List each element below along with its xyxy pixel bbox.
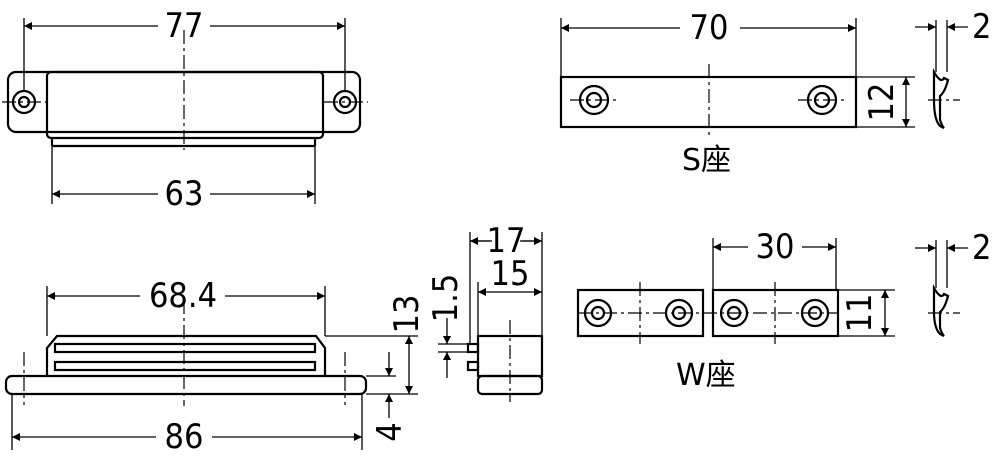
s-plate-view [559,64,858,138]
dim-11: 11 [838,289,895,337]
dim-12-text: 12 [862,83,902,122]
catch-body-view [2,30,368,150]
dim-68-4: 68.4 [46,276,326,336]
dim-12: 12 [856,76,915,128]
dim-2-bottom-text: 2 [972,228,991,268]
dim-4-text: 4 [370,422,410,441]
dim-68-4-text: 68.4 [149,276,217,316]
dim-30: 30 [712,227,837,290]
magnet-front-view [4,300,368,406]
s-plate-label: S座 [682,143,731,178]
dim-30-text: 30 [756,227,795,267]
dim-13: 13 [325,295,427,395]
dim-77: 77 [23,6,346,90]
dim-2-top-text: 2 [972,7,991,47]
dim-63-text: 63 [165,174,204,214]
dim-70: 70 [560,8,857,77]
dim-86-text: 86 [165,417,204,457]
w-plate-label: W座 [676,358,736,393]
w-plate-view [576,282,840,344]
dim-77-text: 77 [165,6,204,46]
dim-86: 86 [11,394,363,457]
dim-63: 63 [51,146,316,214]
dim-4: 4 [366,352,410,442]
dim-17: 17 [469,221,543,344]
dim-1-5: 1.5 [426,274,468,378]
dim-13-text: 13 [387,295,427,334]
dim-70-text: 70 [690,8,729,48]
dim-17-text: 17 [487,221,526,261]
dim-15: 15 [477,254,542,336]
dim-11-text: 11 [840,294,880,333]
s-plate-side-view: 2 [915,7,991,129]
dim-15-text: 15 [491,254,530,294]
w-plate-side-view: 2 [915,228,991,337]
dim-1-5-text: 1.5 [426,274,466,323]
magnet-side-view [466,320,544,402]
